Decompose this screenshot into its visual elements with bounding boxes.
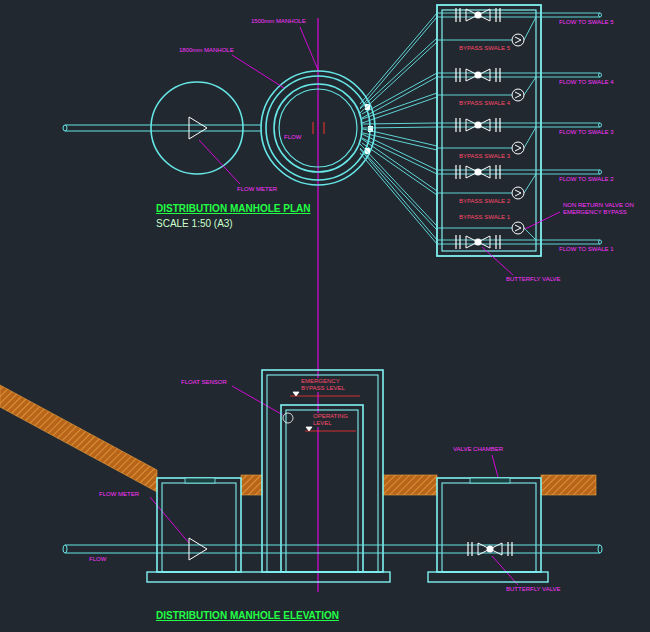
bypass-label: BYPASS SWALE 4 (458, 100, 511, 107)
swale-label: FLOW TO SWALE 5 (558, 19, 615, 26)
flow-meter-chamber (157, 478, 241, 572)
ground (0, 385, 596, 495)
base-slabs (147, 572, 548, 582)
manhole-plan (261, 71, 375, 185)
swale-label: FLOW TO SWALE 1 (558, 246, 615, 253)
drawing-title: DISTRIBUTION MANHOLE PLAN (155, 203, 311, 215)
bypass-label: BYPASS SWALE 3 (458, 153, 511, 160)
leader-lines (150, 27, 560, 585)
inlet-pipe (63, 125, 262, 131)
valve-chamber-elevation (437, 478, 541, 572)
sensor-callout: FLOAT SENSOR (180, 379, 228, 386)
level-marks (283, 392, 360, 431)
flow-meter-plan (151, 82, 243, 174)
flow-label: FLOW (88, 556, 107, 563)
swale-label: FLOW TO SWALE 3 (558, 129, 615, 136)
distribution-pipes (360, 13, 437, 244)
valve-chamber-plan (437, 5, 541, 256)
bypass-label: BYPASS SWALE 5 (458, 45, 511, 52)
scale-note: SCALE 1:50 (A3) (155, 218, 234, 230)
manhole-label: 1800mm MANHOLE (178, 47, 235, 54)
valve-callout: NON RETURN VALVE ON EMERGENCY BYPASS (562, 202, 636, 216)
swale-label: FLOW TO SWALE 4 (558, 79, 615, 86)
manhole-label: 1500mm MANHOLE (250, 18, 307, 25)
drawing-title: DISTRIBUTION MANHOLE ELEVATION (155, 610, 340, 622)
level-label: OPERATING LEVEL (312, 413, 354, 427)
bypass-label: BYPASS SWALE 2 (458, 198, 511, 205)
flow-label: FLOW (283, 134, 302, 141)
chamber-label: VALVE CHAMBER (452, 446, 504, 453)
flow-meter-label: FLOW METER (236, 186, 278, 193)
valves-plan (456, 8, 524, 249)
level-label: EMERGENCY BYPASS LEVEL (300, 378, 350, 392)
valve-callout: BUTTERFLY VALVE (505, 586, 562, 593)
manhole-elevation (262, 370, 383, 572)
valve-callout: BUTTERFLY VALVE (505, 276, 562, 283)
butterfly-valve-symbol (468, 542, 512, 556)
bypass-label: BYPASS SWALE 1 (458, 214, 511, 221)
outlet-pipe (63, 538, 602, 560)
centre-line (318, 18, 319, 592)
swale-label: FLOW TO SWALE 2 (558, 176, 615, 183)
flow-meter-label: FLOW METER (98, 491, 140, 498)
